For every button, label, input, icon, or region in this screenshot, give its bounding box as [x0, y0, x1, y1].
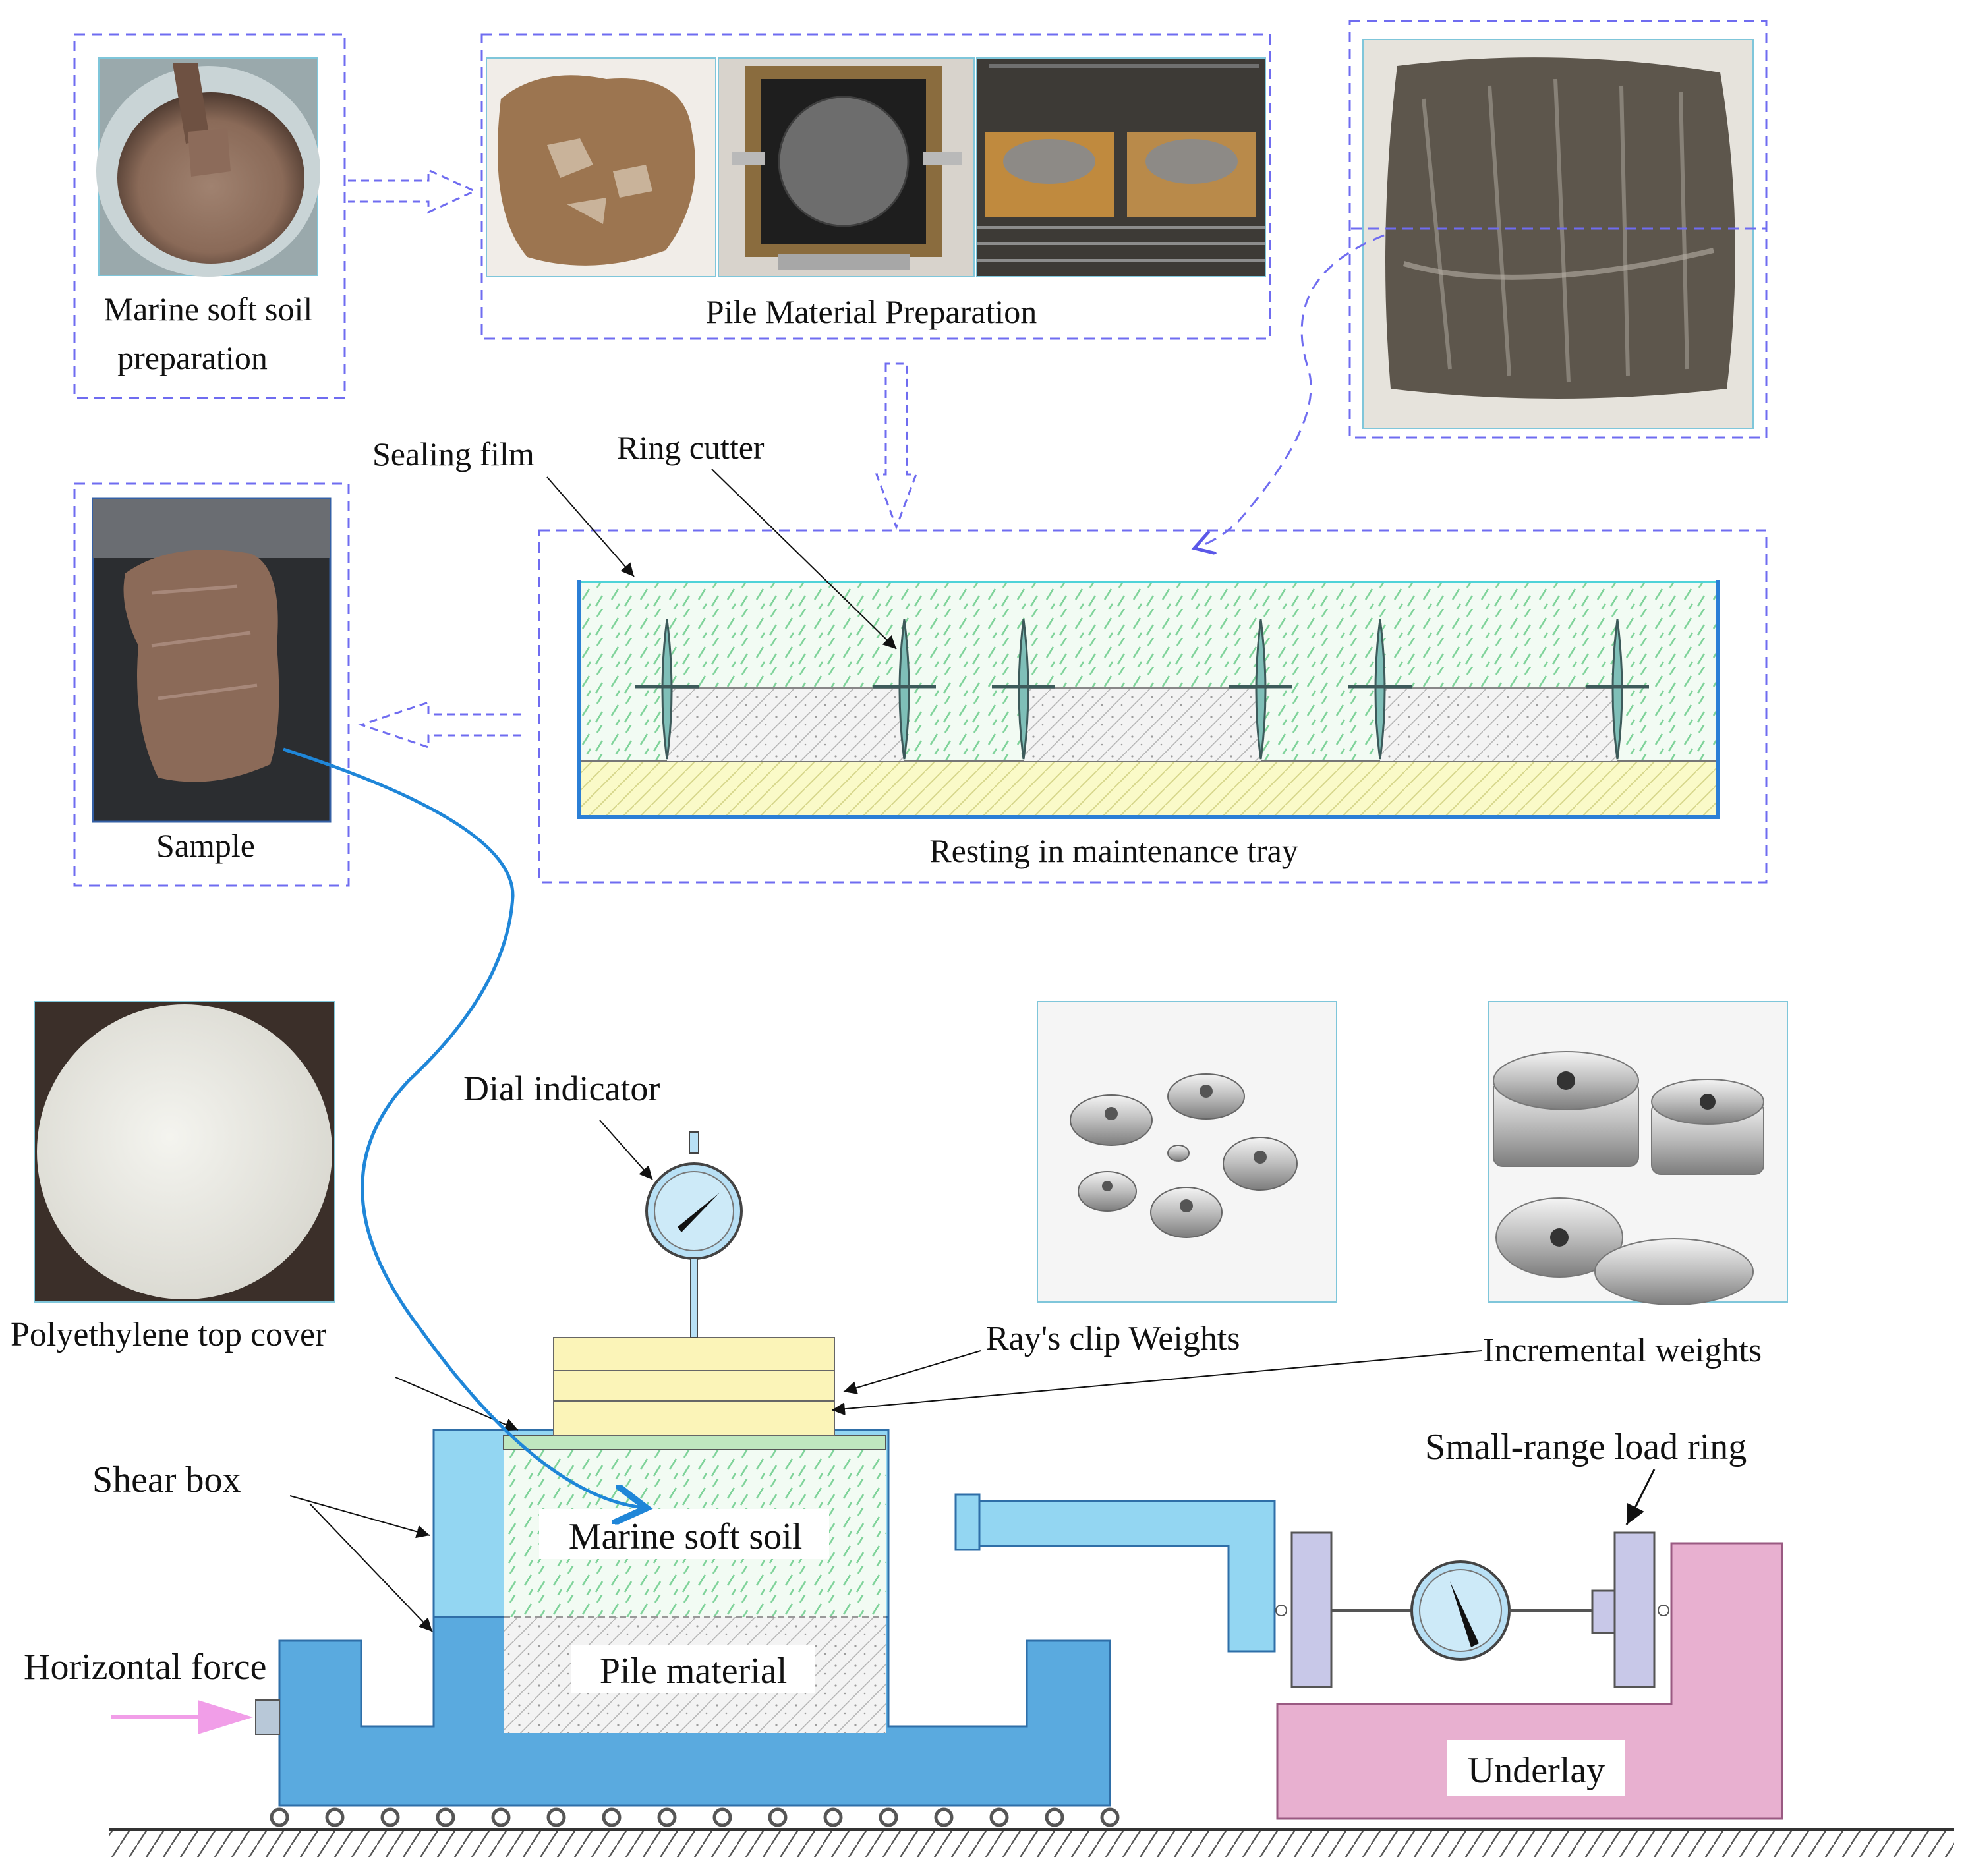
- load-ring-assembly: [1275, 1531, 1669, 1688]
- weights-stack: [553, 1337, 835, 1436]
- marine-soil-bowl-photo: [96, 57, 320, 277]
- ring-cutter-3: [1348, 619, 1649, 761]
- polyethylene-disc-photo: [34, 1001, 335, 1303]
- rays-clip-weights-photo: [1037, 1001, 1337, 1303]
- flow-arrow-right-1: [348, 168, 477, 214]
- sample-label: Sample: [156, 827, 255, 864]
- rays-clip-leader: [843, 1350, 981, 1394]
- pile-material-label-bg: [571, 1645, 815, 1693]
- ground: [109, 1828, 1954, 1857]
- shear-box-leader-upper: [289, 1495, 430, 1539]
- horizontal-force-label: Horizontal force: [24, 1647, 266, 1688]
- sample-panel: Sample: [73, 482, 350, 887]
- curing-chamber-photo: [976, 57, 1266, 277]
- roller-bearings: [270, 1807, 1120, 1827]
- sealing-film-leader: [546, 476, 635, 577]
- marine-soil-label-bg: [539, 1509, 829, 1559]
- dashed-frame: [73, 482, 350, 887]
- rays-clip-weights-label: Ray's clip Weights: [986, 1320, 1240, 1357]
- pile-material-mixture-photo: [486, 57, 716, 277]
- cylindrical-sample-photo: [92, 497, 332, 823]
- marine-soil-prep-panel: Marine soft soil preparation: [73, 33, 346, 399]
- pile-material-label: Pile material: [600, 1651, 788, 1691]
- shear-box-label: Shear box: [92, 1460, 241, 1500]
- pile-mold-photo: [718, 57, 975, 277]
- sealing-film-label: Sealing film: [372, 436, 535, 472]
- dashed-frame: [73, 33, 346, 399]
- tray-drawing: [577, 580, 1720, 819]
- load-arm: [954, 1493, 1276, 1653]
- tray-bedding: [579, 761, 1718, 816]
- flow-arrow-down: [875, 362, 918, 530]
- incremental-weights-photo: [1488, 1001, 1788, 1305]
- flow-arrow-left: [358, 700, 521, 749]
- polyethylene-top-cover: [503, 1435, 886, 1450]
- ring-cutter-1: [635, 619, 936, 761]
- flow-arrow-curved: [1194, 234, 1385, 548]
- shear-box-leader-lower: [309, 1503, 433, 1632]
- pile-prep-label: Pile Material Preparation: [706, 293, 1037, 330]
- tray-border: [577, 580, 1720, 819]
- resting-tray-label: Resting in maintenance tray: [929, 832, 1298, 869]
- marine-prep-label-line2: preparation: [117, 339, 268, 376]
- dial-indicator-label: Dial indicator: [463, 1069, 660, 1108]
- incremental-weights-label: Incremental weights: [1483, 1332, 1762, 1369]
- ring-cutter-2: [992, 619, 1292, 761]
- small-range-load-ring: [1613, 1531, 1656, 1688]
- dial-indicator-leader: [599, 1120, 653, 1180]
- polyethylene-cover-label: Polyethylene top cover: [11, 1316, 326, 1353]
- ring-cutter-leader: [711, 469, 897, 650]
- wrapped-specimen-panel: [1348, 20, 1768, 439]
- dashed-frame: [538, 529, 1768, 884]
- ring-cutter-label: Ring cutter: [617, 429, 765, 466]
- marine-prep-label-line1: Marine soft soil: [104, 291, 313, 327]
- marine-soft-soil-label: Marine soft soil: [569, 1516, 803, 1557]
- horizontal-force-arrow: [111, 1699, 280, 1735]
- polyethylene-cover-leader: [395, 1377, 519, 1431]
- pile-prep-panel: Pile Material Preparation: [480, 33, 1271, 340]
- underlay-label-bg: [1447, 1740, 1625, 1796]
- dashed-frame: [480, 33, 1271, 340]
- sample-to-shear-box-arrow: [283, 747, 643, 1508]
- small-range-load-ring-label: Small-range load ring: [1425, 1427, 1747, 1467]
- underlay-label: Underlay: [1468, 1750, 1605, 1791]
- underlay: [1276, 1542, 1783, 1820]
- incremental-weights-leader: [831, 1350, 1482, 1416]
- wrapped-specimen-photo: [1362, 39, 1754, 429]
- maintenance-tray-panel: Resting in maintenance tray: [538, 529, 1768, 884]
- load-ring-leader: [1625, 1469, 1656, 1525]
- dial-indicator: [645, 1131, 743, 1338]
